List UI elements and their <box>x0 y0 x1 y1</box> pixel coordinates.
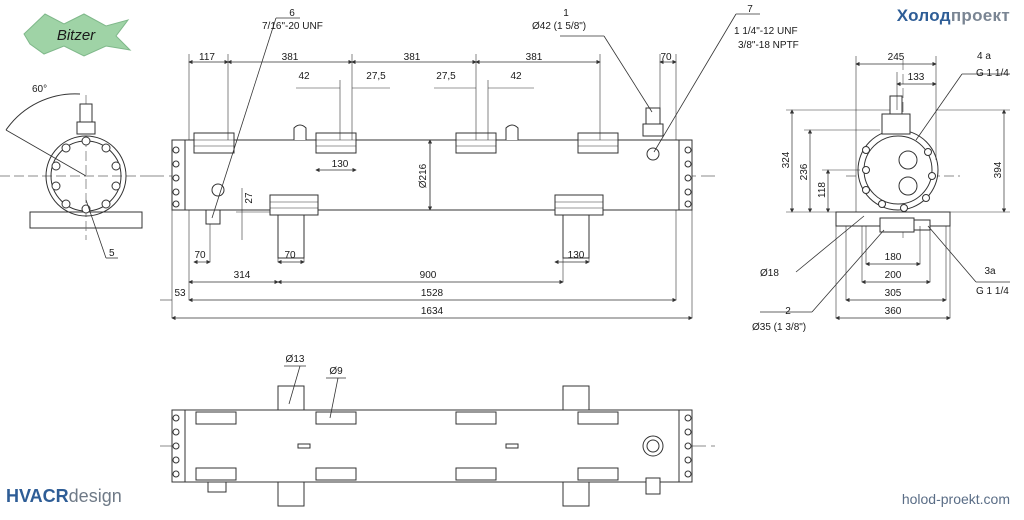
angle-label: 60° <box>32 84 47 95</box>
dim-394: 394 <box>993 161 1004 178</box>
thread-3a: G 1 1/4 <box>976 286 1009 297</box>
top-view-labels: Ø13 Ø9 <box>286 354 344 377</box>
dim-53: 53 <box>174 288 186 299</box>
thread-7a: 1 1/4"-12 UNF <box>734 26 798 37</box>
dim-324: 324 <box>781 151 792 168</box>
callout-2: 2 <box>785 306 791 317</box>
right-side-view <box>760 56 1010 321</box>
dim-70-a: 70 <box>194 250 206 261</box>
bitzer-logo: Bitzer <box>23 13 132 57</box>
dim-236: 236 <box>799 163 810 180</box>
website-link[interactable]: holod-prоekt.com <box>902 491 1010 507</box>
dim-381-b: 381 <box>404 52 421 63</box>
dim-314: 314 <box>234 270 251 281</box>
callout-4a: 4 a <box>977 51 991 62</box>
dim-42-b: 42 <box>510 71 522 82</box>
dim-118: 118 <box>817 182 828 198</box>
side-view-labels: 245 133 4 a G 1 1/4 324 236 118 394 Ø18 … <box>752 51 1009 333</box>
dim-133: 133 <box>908 72 925 83</box>
dim-130-a: 130 <box>332 159 349 170</box>
logo-text: Bitzer <box>57 27 96 44</box>
front-view <box>150 13 760 321</box>
dim-381-c: 381 <box>526 52 543 63</box>
dim-360: 360 <box>885 306 902 317</box>
callout-1: 1 <box>563 8 569 19</box>
dim-180: 180 <box>885 252 902 263</box>
dim-13: Ø13 <box>286 354 305 365</box>
hvacr-logo-part1: HVACR <box>6 486 69 506</box>
website-part2: prоekt.com <box>940 491 1010 507</box>
dim-9: Ø9 <box>329 366 343 377</box>
callout-5: 5 <box>109 248 115 259</box>
holodproekt-logo-part1: Холод <box>896 6 951 25</box>
dim-1634: 1634 <box>421 306 444 317</box>
hvacr-design-logo: HVACRdesign <box>6 486 122 507</box>
dim-1528: 1528 <box>421 288 444 299</box>
holodproekt-logo-part2: проект <box>950 6 1010 25</box>
dia-1: Ø42 (1 5/8") <box>532 21 586 32</box>
dim-18: Ø18 <box>760 268 779 279</box>
dim-305: 305 <box>885 288 902 299</box>
thread-4a: G 1 1/4 <box>976 68 1009 79</box>
thread-7b: 3/8"-18 NPTF <box>738 40 799 51</box>
dim-245: 245 <box>888 52 905 63</box>
website-part1: holod- <box>901 491 941 507</box>
dim-70-top: 70 <box>660 52 672 63</box>
left-end-view <box>0 93 150 259</box>
dim-27: 27 <box>244 192 255 204</box>
dim-42-a: 42 <box>298 71 310 82</box>
callout-7: 7 <box>747 4 753 15</box>
dim-130-b: 130 <box>568 250 585 261</box>
dim-27-5-a: 27,5 <box>366 71 386 82</box>
dim-900: 900 <box>420 270 437 281</box>
callout-3a: 3a <box>984 266 996 277</box>
holodproekt-logo: Холодпроект <box>897 6 1010 26</box>
callout-6: 6 <box>289 8 295 19</box>
hvacr-logo-part2: design <box>68 486 122 506</box>
dim-200: 200 <box>885 270 902 281</box>
thread-6: 7/16"-20 UNF <box>262 21 323 32</box>
dim-381-a: 381 <box>282 52 299 63</box>
dim-216: Ø216 <box>418 163 429 188</box>
front-view-labels: 6 7/16"-20 UNF 1 Ø42 (1 5/8") 7 1 1/4"-1… <box>174 4 798 317</box>
dim-27-5-b: 27,5 <box>436 71 456 82</box>
dim-70-b: 70 <box>284 250 296 261</box>
dim-117: 117 <box>199 52 215 63</box>
dia-2: Ø35 (1 3/8") <box>752 322 806 333</box>
top-view <box>160 365 715 507</box>
